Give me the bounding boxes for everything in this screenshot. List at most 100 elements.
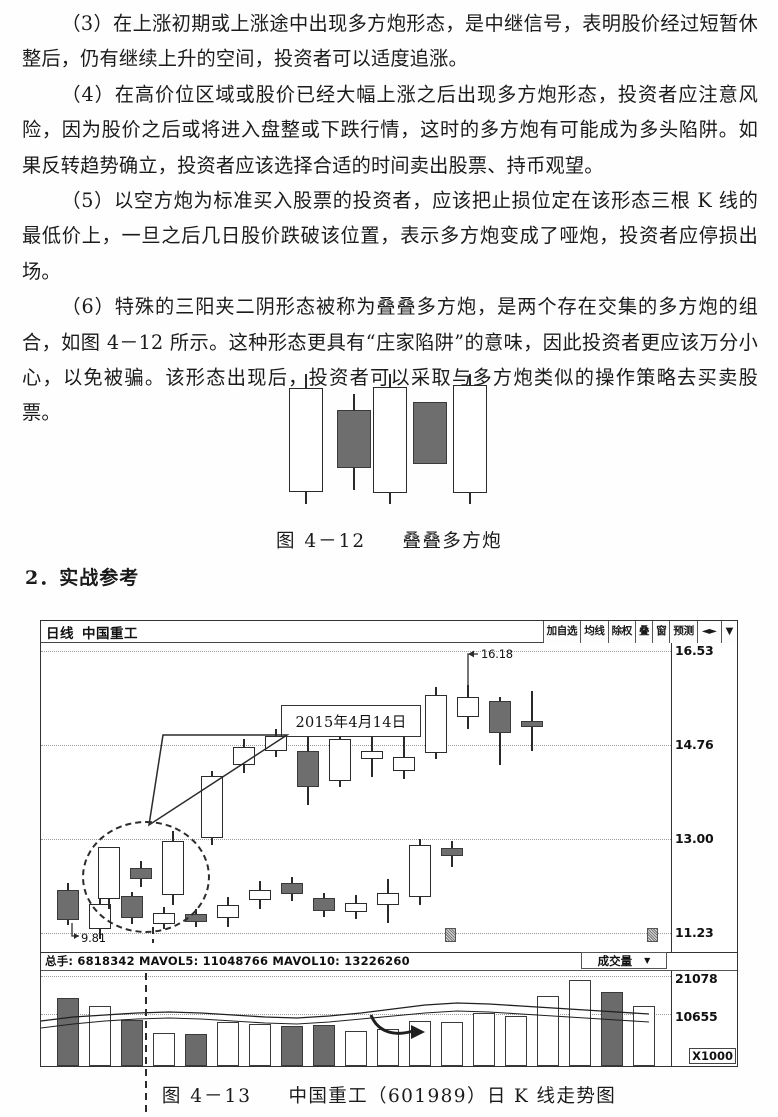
candle-4 [413, 402, 447, 464]
candle-7 [249, 881, 271, 909]
volume-bar-3 [121, 1020, 143, 1066]
axis-marker-icon-2 [647, 928, 658, 942]
body-text: （3）在上涨初期或上涨途中出现多方炮形态，是中继信号，表明股价经过短暂休整后，仍… [22, 6, 758, 431]
gridline-2 [41, 745, 671, 746]
candle-body [373, 387, 407, 493]
low-price-callout-label: 9.81 [81, 931, 106, 945]
figure-4-13-trading-terminal: 日线 中国重工 加自选 均线 除权 叠 窗 预测 ◄► ▼ 16.53 14.7… [40, 620, 738, 1117]
volume-header: 总手: 6818342 MAVOL5: 11048766 MAVOL10: 13… [41, 952, 737, 971]
candle-21 [329, 721, 351, 787]
pattern-highlight-circle [82, 821, 210, 933]
volume-axis-label-1: 21078 [675, 971, 718, 986]
figure-4-12-candlestick-diagram [263, 374, 513, 504]
candle-27 [521, 691, 543, 751]
candle-9 [313, 893, 335, 917]
candle-11 [377, 879, 399, 923]
volume-bar-2 [89, 1006, 111, 1066]
candle-1 [57, 883, 79, 925]
volume-indicator-label: 成交量 [597, 953, 633, 968]
volume-bar-12 [409, 1021, 431, 1066]
volume-bar-13 [441, 1022, 463, 1066]
figure-4-13-title: 中国重工（601989）日 K 线走势图 [288, 1086, 617, 1107]
toolbar-add-watchlist-button[interactable]: 加自选 [542, 621, 581, 643]
candle-3 [373, 374, 407, 504]
date-annotation-box: 2015年4月14日 [281, 705, 421, 737]
toolbar-overlay-button[interactable]: 叠 [635, 621, 653, 643]
candle-25 [457, 685, 479, 729]
candle-22 [361, 735, 383, 777]
stock-name-label: 中国重工 [82, 625, 138, 642]
candle-23 [393, 737, 415, 779]
volume-bar-5 [185, 1034, 207, 1066]
terminal-toolbar: 加自选 均线 除权 叠 窗 预测 ◄► ▼ [542, 621, 737, 643]
volume-bar-9 [313, 1025, 335, 1066]
volume-bar-16 [537, 996, 559, 1066]
toolbar-chevron-down-icon[interactable]: ▼ [720, 621, 737, 643]
toolbar-ex-rights-button[interactable]: 除权 [607, 621, 636, 643]
toolbar-moving-average-button[interactable]: 均线 [580, 621, 608, 643]
candle-26 [489, 697, 511, 765]
volume-indicator-select[interactable]: 成交量 ▼ [581, 952, 667, 969]
figure-4-12-title: 叠叠多方炮 [402, 531, 503, 552]
price-axis-label-3: 13.00 [675, 831, 714, 846]
candle-8 [281, 877, 303, 901]
candle-body [413, 402, 447, 464]
volume-unit-label: X1000 [689, 1048, 736, 1064]
volume-bar-18 [601, 992, 623, 1066]
price-chart-pane: 16.53 14.76 13.00 11.23 [41, 643, 737, 952]
candle-10 [345, 895, 367, 919]
volume-bar-8 [281, 1026, 303, 1066]
volume-bar-1 [57, 998, 79, 1066]
volume-bar-14 [473, 1013, 495, 1066]
toolbar-window-button[interactable]: 窗 [652, 621, 670, 643]
volume-bar-6 [217, 1022, 239, 1066]
gridline-3 [41, 839, 671, 840]
section-heading: 2．实战参考 [25, 567, 140, 589]
figure-4-13-caption: 图 4－13 中国重工（601989）日 K 线走势图 [0, 1082, 778, 1108]
figure-4-12-number: 图 4－12 [275, 531, 367, 552]
volume-bar-7 [249, 1024, 271, 1066]
volume-pane: 总手: 6818342 MAVOL5: 11048766 MAVOL10: 13… [40, 952, 737, 1117]
axis-marker-icon-1 [445, 928, 456, 942]
high-price-callout-label: 16.18 [481, 647, 513, 661]
price-axis: 16.53 14.76 13.00 11.23 [671, 643, 737, 952]
candle-20 [297, 731, 319, 805]
period-label: 日线 [46, 625, 74, 642]
volume-bar-17 [569, 980, 591, 1066]
volume-bar-15 [505, 1016, 527, 1066]
figure-4-12-caption: 图 4－12 叠叠多方炮 [0, 527, 778, 553]
price-axis-label-2: 14.76 [675, 737, 714, 752]
paragraph-6: （6）特殊的三阳夹二阴形态被称为叠叠多方炮，是两个存在交集的多方炮的组合，如图 … [22, 295, 758, 425]
candle-17 [201, 771, 223, 845]
volume-plot-area [40, 971, 671, 1117]
price-plot-area: 2015年4月14日 16.18 9.81 [41, 643, 671, 952]
candle-24 [425, 687, 447, 759]
candle-1 [289, 374, 323, 504]
chevron-down-icon: ▼ [644, 956, 651, 965]
price-axis-label-1: 16.53 [675, 643, 714, 658]
volume-gridline-1 [41, 976, 671, 977]
volume-axis-label-2: 10655 [675, 1009, 718, 1024]
volume-bar-4 [153, 1033, 175, 1066]
volume-stats-label: 总手: 6818342 MAVOL5: 11048766 MAVOL10: 13… [45, 954, 410, 968]
candle-6 [217, 897, 239, 927]
gridline-1 [41, 651, 671, 652]
terminal-header: 日线 中国重工 加自选 均线 除权 叠 窗 预测 ◄► ▼ [41, 621, 737, 643]
volume-bar-10 [345, 1031, 367, 1066]
paragraph-3: （3）在上涨初期或上涨途中出现多方炮形态，是中继信号，表明股价经过短暂休整后，仍… [22, 12, 758, 71]
candle-13 [441, 841, 463, 867]
candle-5 [453, 374, 487, 504]
toolbar-forecast-button[interactable]: 预测 [669, 621, 697, 643]
candle-body [337, 410, 371, 468]
paragraph-5: （5）以空方炮为标准买入股票的投资者，应该把止损位定在该形态三根 K 线的最低价… [22, 189, 758, 283]
candle-18 [233, 739, 255, 773]
volume-bar-19 [633, 1006, 655, 1066]
paragraph-4: （4）在高价位区域或股价已经大幅上涨之后出现多方炮形态，投资者应注意风险，因为股… [22, 82, 758, 177]
candle-2 [337, 394, 371, 490]
toolbar-left-right-arrows-icon[interactable]: ◄► [696, 621, 721, 643]
candle-body [453, 385, 487, 493]
candle-body [289, 388, 323, 492]
candle-12 [409, 839, 431, 905]
gridline-4 [41, 933, 671, 934]
